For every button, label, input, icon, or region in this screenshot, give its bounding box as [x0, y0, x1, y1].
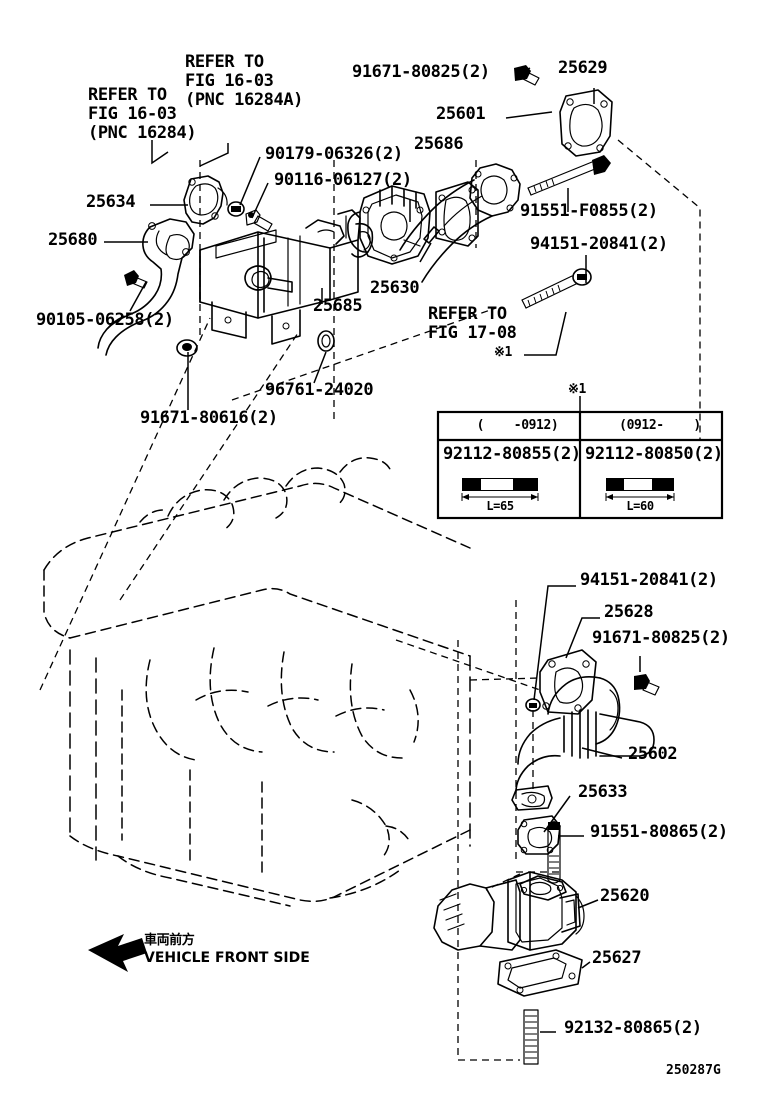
callout-94151-20841-mid: 94151-20841(2)	[580, 570, 718, 590]
part-90116-06127-bolt	[245, 209, 273, 232]
callout-91551-80865: 91551-80865(2)	[590, 822, 728, 842]
part-91671-80825-mid-bolt	[634, 674, 660, 696]
callout-25602: 25602	[628, 744, 678, 764]
variant-table-length-left: L=65	[486, 499, 514, 513]
callout-25680: 25680	[48, 230, 98, 250]
star-marker-table: ※1	[568, 382, 586, 397]
phantom-lines-lower	[395, 600, 560, 1061]
callout-91671-80616: 91671-80616(2)	[140, 408, 278, 428]
diagram-id-code: 250287G	[666, 1063, 721, 1078]
part-90179-06326-nut	[227, 201, 245, 217]
callout-91671-80825-top: 91671-80825(2)	[352, 62, 490, 82]
callout-25630: 25630	[370, 278, 420, 298]
refer-note-line1: REFER TO	[88, 85, 167, 105]
callout-90179-06326: 90179-06326(2)	[265, 144, 403, 164]
part-25634-gasket	[183, 175, 228, 225]
part-25602-egr-pipe-lower	[511, 676, 655, 811]
part-90105-06258-bolt	[124, 270, 148, 289]
part-94151-20841-top-stud	[521, 268, 592, 309]
callout-25685: 25685	[313, 296, 363, 316]
callout-90116-06127: 90116-06127(2)	[274, 170, 412, 190]
refer-note-pnc16284a: REFER TO FIG 16-03 (PNC 16284A)	[185, 52, 304, 111]
engine-block-phantom	[43, 457, 471, 907]
part-25601-egr-pipe-upper	[399, 163, 521, 283]
part-91551-F0855-bolt	[527, 155, 611, 196]
callout-25627: 25627	[592, 948, 642, 968]
callout-25628: 25628	[604, 602, 654, 622]
refer-note-line1: REFER TO	[185, 52, 264, 72]
callout-25633: 25633	[578, 782, 628, 802]
refer-note-line3: (PNC 16284A)	[185, 90, 304, 111]
star-marker-bolt: ※1	[494, 345, 512, 360]
part-25627-gasket	[497, 949, 583, 997]
callout-25601: 25601	[436, 104, 486, 124]
vehicle-front-label-jp: 車両前方	[144, 933, 195, 948]
refer-note-line1: REFER TO	[428, 304, 507, 324]
vehicle-front-label-en: VEHICLE FRONT SIDE	[144, 950, 310, 966]
callout-25620: 25620	[600, 886, 650, 906]
part-25680-egr-pipe	[97, 218, 195, 356]
part-96761-24020-oring	[317, 330, 335, 352]
callout-96761-24020: 96761-24020	[265, 380, 374, 400]
part-92132-80865-stud	[523, 1009, 539, 1065]
part-25620-egr-valve	[433, 871, 585, 951]
callout-25629: 25629	[558, 58, 608, 78]
refer-note-pnc16284: REFER TO FIG 16-03 (PNC 16284)	[88, 85, 197, 144]
callout-25634: 25634	[86, 192, 136, 212]
part-91671-80616-nut	[176, 339, 198, 357]
callout-25686: 25686	[414, 134, 464, 154]
part-25628-gasket	[539, 649, 597, 715]
variant-table-header-left: ( -0912)	[476, 418, 559, 433]
refer-note-fig17-08: REFER TO FIG 17-08	[428, 304, 517, 344]
callout-91671-80825-mid: 91671-80825(2)	[592, 628, 730, 648]
part-91671-80825-top-bolt	[514, 65, 540, 86]
refer-note-line3: (PNC 16284)	[88, 123, 197, 144]
callout-94151-20841-top: 94151-20841(2)	[530, 234, 668, 254]
refer-note-line2: FIG 16-03	[185, 71, 274, 92]
part-25685-egr-cooler	[199, 209, 374, 345]
phantom-lines-upper	[39, 139, 701, 691]
callout-91551-F0855: 91551-F0855(2)	[520, 201, 658, 221]
variant-table-frame	[436, 396, 724, 520]
variant-table-length-right: L=60	[626, 499, 654, 513]
vehicle-front-arrow	[88, 934, 147, 972]
variant-table-header-right: (0912- )	[619, 418, 701, 433]
part-25629-gasket	[559, 89, 613, 157]
refer-note-line2: FIG 17-08	[428, 323, 517, 344]
callout-90105-06258: 90105-06258(2)	[36, 310, 174, 330]
callout-92132-80865: 92132-80865(2)	[564, 1018, 702, 1038]
part-94151-20841-mid-stud	[525, 698, 541, 792]
part-25633-gasket	[517, 815, 561, 855]
leader-lines-lower	[533, 585, 641, 1033]
refer-note-line2: FIG 16-03	[88, 104, 177, 125]
variant-table-partno-left: 92112-80855(2)	[443, 444, 581, 464]
variant-table-partno-right: 92112-80850(2)	[585, 444, 723, 464]
